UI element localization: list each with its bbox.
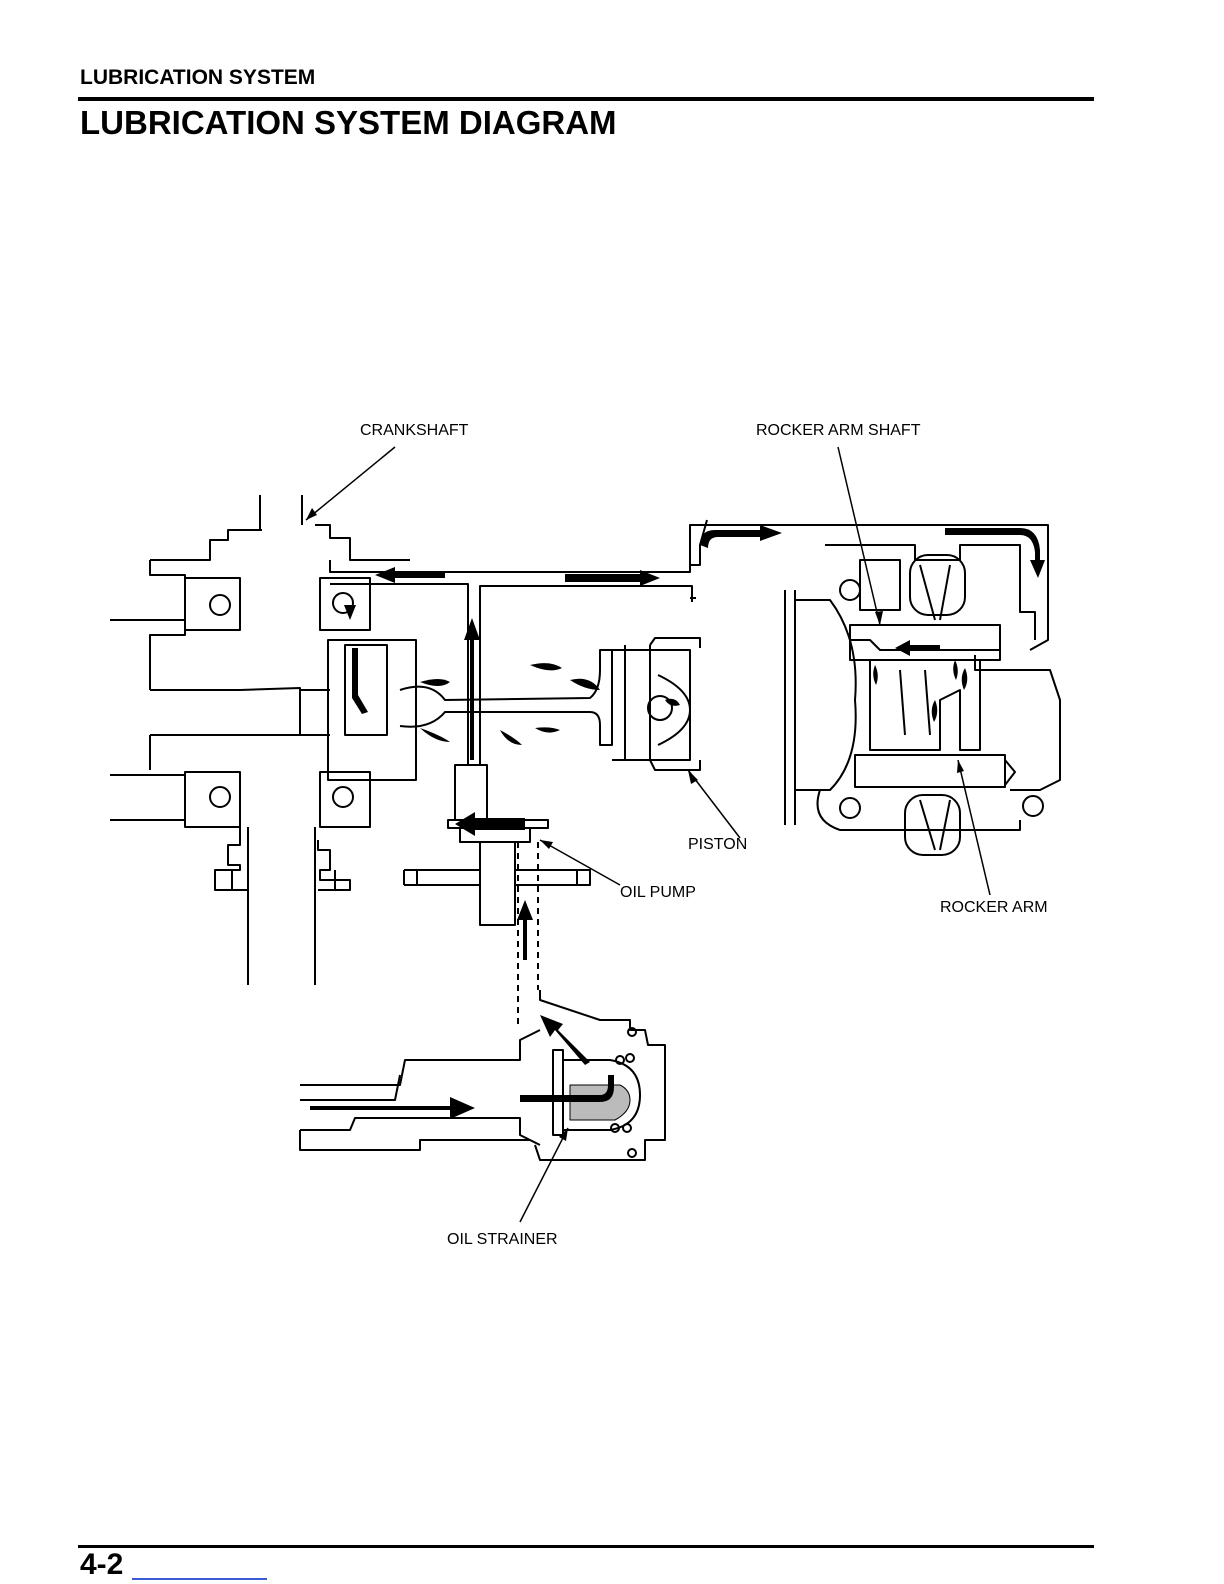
- label-rocker-arm: ROCKER ARM: [940, 899, 1048, 917]
- cylinder-head-assembly: [785, 447, 1060, 895]
- crankshaft-assembly: [110, 447, 416, 985]
- label-piston: PISTON: [688, 836, 747, 854]
- page-link-underline[interactable]: [132, 1578, 267, 1580]
- oil-pump-assembly: [404, 765, 620, 1025]
- label-oil-pump: OIL PUMP: [620, 884, 696, 902]
- label-rocker-arm-shaft: ROCKER ARM SHAFT: [756, 422, 920, 440]
- label-crankshaft: CRANKSHAFT: [360, 422, 468, 440]
- piston-assembly: [400, 638, 740, 838]
- footer-rule: [78, 1545, 1094, 1548]
- label-oil-strainer: OIL STRAINER: [447, 1231, 558, 1249]
- page-number: 4-2: [80, 1548, 123, 1582]
